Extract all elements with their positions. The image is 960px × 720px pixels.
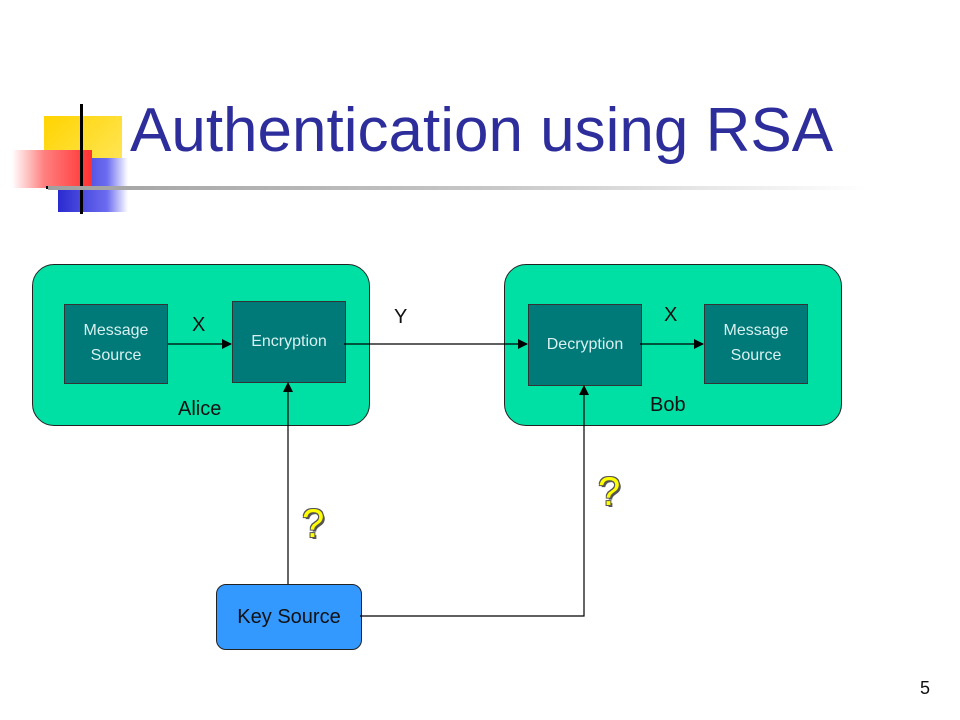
bob-message-source-box: Message Source [704, 304, 808, 384]
bob-label: Bob [650, 394, 686, 416]
y-label: Y [394, 306, 408, 328]
decorative-red-square [12, 150, 92, 188]
page-number: 5 [919, 678, 930, 698]
alice-key-question-mark: ? [302, 502, 325, 546]
bob-key-question-mark: ? [598, 470, 621, 514]
alice-x-label: X [192, 314, 206, 336]
alice-message-source-box: Message Source [64, 304, 168, 384]
alice-label: Alice [178, 398, 222, 420]
arrow-key-to-decryption [360, 385, 589, 617]
title-underline [48, 186, 868, 190]
decryption-box: Decryption [528, 304, 642, 386]
slide-title: Authentication using RSA [130, 96, 834, 165]
decorative-vertical-line [80, 104, 83, 214]
bob-x-label: X [664, 304, 678, 326]
key-source-box: Key Source [216, 584, 362, 650]
